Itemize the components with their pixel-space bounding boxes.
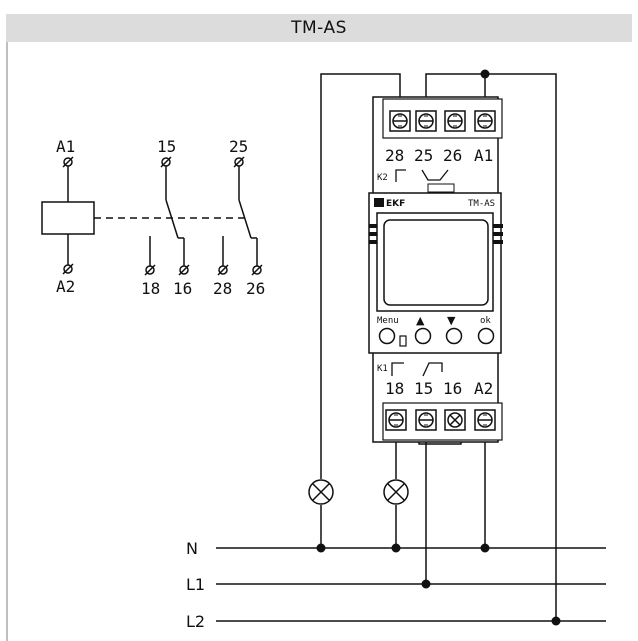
- down-button[interactable]: [445, 327, 463, 345]
- up-arrow-icon: ▲: [416, 314, 425, 327]
- screw-terminal-28: [389, 110, 411, 132]
- lamp-2-icon: [383, 479, 409, 505]
- bottom-terminal-label-18: 18: [385, 379, 404, 398]
- bottom-terminal-label-15: 15: [414, 379, 433, 398]
- screw-terminal-A1: [474, 110, 496, 132]
- label-A2: A2: [56, 277, 75, 296]
- junctions: [316, 69, 561, 626]
- screw-terminal-A2: [474, 409, 496, 431]
- terminal-A1-symbol: [62, 156, 74, 168]
- terminal-15-symbol: [160, 156, 172, 168]
- k2-label: K2: [377, 173, 388, 183]
- top-terminal-label-28: 28: [385, 146, 404, 165]
- label-15: 15: [157, 137, 176, 156]
- screw-terminal-18: [385, 409, 407, 431]
- label-18: 18: [141, 279, 160, 298]
- lamp-1-icon: [308, 479, 334, 505]
- terminal-18-symbol: [144, 264, 156, 276]
- label-28: 28: [213, 279, 232, 298]
- device-model-label: TM-AS: [468, 199, 495, 209]
- screw-terminal-26: [444, 110, 466, 132]
- label-L1: L1: [186, 575, 205, 594]
- screw-terminal-15: [415, 409, 437, 431]
- status-led: [399, 335, 407, 347]
- coil-box: [41, 201, 95, 235]
- top-terminal-label-26: 26: [443, 146, 462, 165]
- label-A1: A1: [56, 137, 75, 156]
- label-16: 16: [173, 279, 192, 298]
- timer-device: 28 25 26 A1 K2 EKF TM-AS Menu ▲ ▼ ok: [368, 96, 503, 443]
- bottom-terminal-label-A2: A2: [474, 379, 493, 398]
- top-terminal-label-A1: A1: [474, 146, 493, 165]
- label-L2: L2: [186, 612, 205, 631]
- label-N: N: [186, 539, 198, 558]
- k1-label: K1: [377, 364, 388, 374]
- bottom-terminal-label-16: 16: [443, 379, 462, 398]
- label-25: 25: [229, 137, 248, 156]
- ok-button-label: ok: [480, 316, 491, 326]
- top-terminal-label-25: 25: [414, 146, 433, 165]
- relay-symbol: A1 A2 15 18 16 25 28 26: [41, 137, 265, 298]
- terminal-16-symbol: [178, 264, 190, 276]
- screw-terminal-16: [444, 409, 466, 431]
- menu-button[interactable]: [378, 327, 396, 345]
- lcd-display: [383, 219, 489, 306]
- diagram-title: TM-AS: [6, 14, 632, 42]
- brand-logo: EKF: [386, 199, 405, 209]
- left-border: [6, 42, 8, 641]
- menu-button-label: Menu: [377, 316, 399, 326]
- up-button[interactable]: [414, 327, 432, 345]
- ok-button[interactable]: [477, 327, 495, 345]
- down-arrow-icon: ▼: [447, 314, 456, 327]
- terminal-25-symbol: [233, 156, 245, 168]
- terminal-26-symbol: [251, 264, 263, 276]
- terminal-A2-symbol: [62, 263, 74, 275]
- screw-terminal-25: [415, 110, 437, 132]
- supply-lines: N L1 L2: [186, 539, 606, 631]
- label-26: 26: [246, 279, 265, 298]
- terminal-28-symbol: [217, 264, 229, 276]
